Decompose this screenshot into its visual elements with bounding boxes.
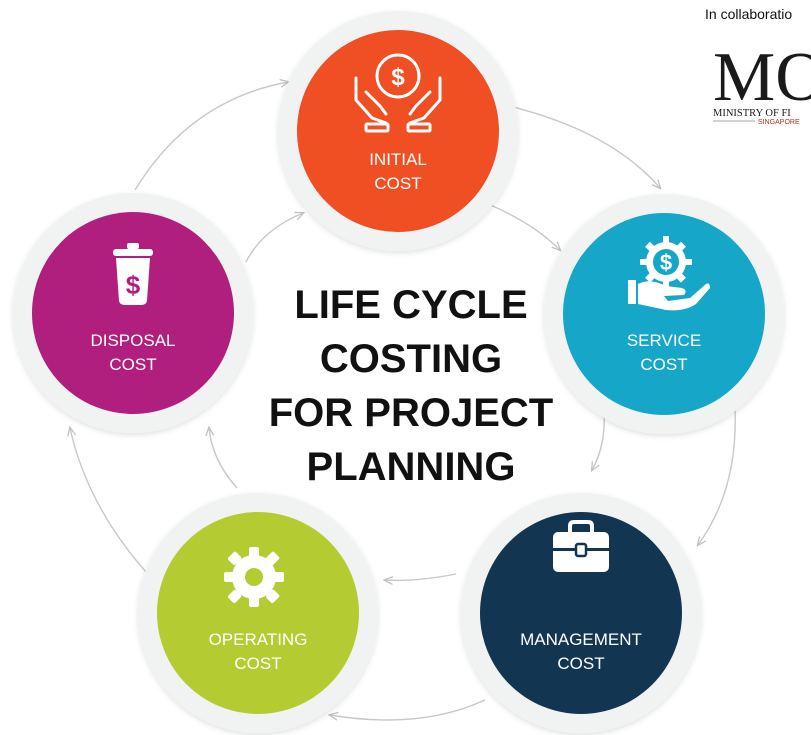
svg-text:$: $	[126, 270, 141, 300]
arrow-management-to-operating-inner	[385, 573, 457, 580]
title-line3: FOR PROJECT	[269, 391, 553, 435]
stage-label-line1: DISPOSAL	[90, 331, 175, 350]
arrow-operating-to-disposal-inner	[209, 428, 238, 489]
stage-label-line2: COST	[557, 654, 604, 673]
svg-text:$: $	[660, 250, 672, 275]
stage-label-line1: OPERATING	[209, 630, 308, 649]
arrow-service-to-management-outer	[698, 409, 736, 545]
arrow-management-to-operating-outer	[330, 699, 486, 720]
stage-label-line2: COST	[234, 654, 281, 673]
stage-management-cost: MANAGEMENT COST	[461, 493, 701, 733]
hands-coin-icon: $	[354, 53, 442, 133]
arrow-service-to-management-inner	[592, 411, 605, 470]
stage-circle	[563, 213, 765, 415]
ministry-logo: MO MINISTRY OF FI SINGAPORE	[713, 39, 811, 126]
arrow-disposal-to-initial-inner	[245, 213, 303, 263]
stage-circle	[32, 212, 234, 414]
stage-label-line1: MANAGEMENT	[520, 630, 642, 649]
trash-dollar-icon: $	[113, 243, 153, 305]
center-title: LIFE CYCLE COSTING FOR PROJECT PLANNING	[269, 283, 553, 489]
arrow-initial-to-service-outer	[504, 104, 660, 188]
stage-label-line2: COST	[374, 174, 421, 193]
stage-operating-cost: OPERATING COST	[138, 493, 378, 733]
stage-label-line2: COST	[109, 355, 156, 374]
stage-label-line2: COST	[640, 355, 687, 374]
stage-circle	[297, 30, 499, 232]
logo-letters: MO	[713, 39, 811, 116]
title-line2: COSTING	[320, 337, 502, 381]
svg-text:$: $	[391, 64, 405, 91]
stage-label-line1: INITIAL	[369, 150, 427, 169]
title-line4: PLANNING	[307, 445, 516, 489]
title-line1: LIFE CYCLE	[294, 283, 527, 327]
arrow-disposal-to-initial-outer	[134, 82, 288, 191]
arrow-operating-to-disposal-outer	[70, 428, 156, 583]
gear-icon	[224, 547, 284, 607]
briefcase-icon	[553, 520, 609, 572]
stage-circle	[157, 512, 359, 714]
stage-service-cost: $ SERVICE COST	[544, 194, 784, 434]
stage-circle	[480, 512, 682, 714]
stage-label-line1: SERVICE	[627, 331, 701, 350]
stage-initial-cost: $ INITIAL COST	[278, 11, 518, 251]
stage-disposal-cost: $ DISPOSAL COST	[13, 193, 253, 433]
logo-country-text: SINGAPORE	[758, 119, 800, 126]
collaboration-text: In collaboratio	[705, 6, 793, 22]
logo-ministry-text: MINISTRY OF FI	[713, 108, 791, 119]
gear-hand-dollar-icon: $	[628, 236, 710, 311]
